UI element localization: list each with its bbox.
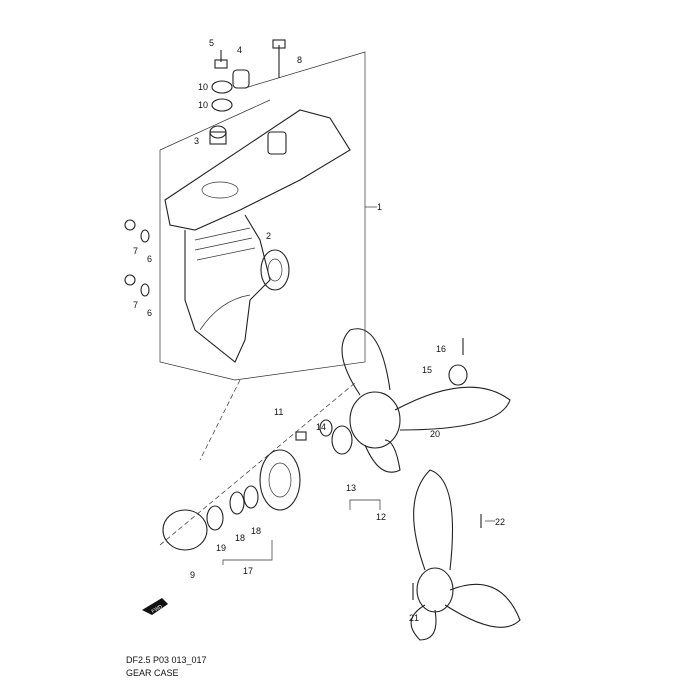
callout-20: 20 bbox=[430, 429, 440, 439]
callout-18: 18 bbox=[251, 526, 261, 536]
callout-1: 1 bbox=[377, 202, 382, 212]
fwd-arrow-label: FWD bbox=[151, 604, 164, 615]
callout-4: 4 bbox=[237, 45, 242, 55]
callout-11: 11 bbox=[274, 407, 283, 417]
callout-2: 2 bbox=[266, 231, 271, 241]
callout-7: 7 bbox=[133, 246, 138, 256]
propeller-upper bbox=[341, 328, 511, 473]
callout-15: 15 bbox=[422, 365, 432, 375]
callout-21: 21 bbox=[409, 613, 419, 623]
callout-7: 7 bbox=[133, 300, 138, 310]
callout-6: 6 bbox=[147, 254, 152, 264]
leader-lines bbox=[222, 206, 495, 565]
bearing-housing-parts bbox=[159, 379, 356, 551]
assembly-outline bbox=[159, 51, 366, 381]
callout-8: 8 bbox=[297, 55, 302, 65]
callout-13: 13 bbox=[346, 483, 356, 493]
gear-case-housing bbox=[164, 109, 351, 363]
diagram-title: GEAR CASE bbox=[126, 668, 179, 678]
callout-10: 10 bbox=[198, 82, 208, 92]
callout-14: 14 bbox=[316, 422, 326, 432]
callout-17: 17 bbox=[243, 566, 253, 576]
callout-16: 16 bbox=[436, 344, 446, 354]
forward-arrow-icon bbox=[142, 598, 168, 615]
diagram-code: DF2.5 P03 013_017 bbox=[126, 655, 207, 665]
callout-6: 6 bbox=[147, 308, 152, 318]
callout-9: 9 bbox=[190, 570, 195, 580]
top-small-parts bbox=[124, 39, 290, 297]
callout-5: 5 bbox=[209, 38, 214, 48]
callout-22: 22 bbox=[495, 517, 505, 527]
callout-10: 10 bbox=[198, 100, 208, 110]
propeller-lower bbox=[410, 469, 521, 641]
callout-18: 18 bbox=[235, 533, 245, 543]
callout-12: 12 bbox=[376, 512, 386, 522]
callout-19: 19 bbox=[216, 543, 226, 553]
callout-3: 3 bbox=[194, 136, 199, 146]
